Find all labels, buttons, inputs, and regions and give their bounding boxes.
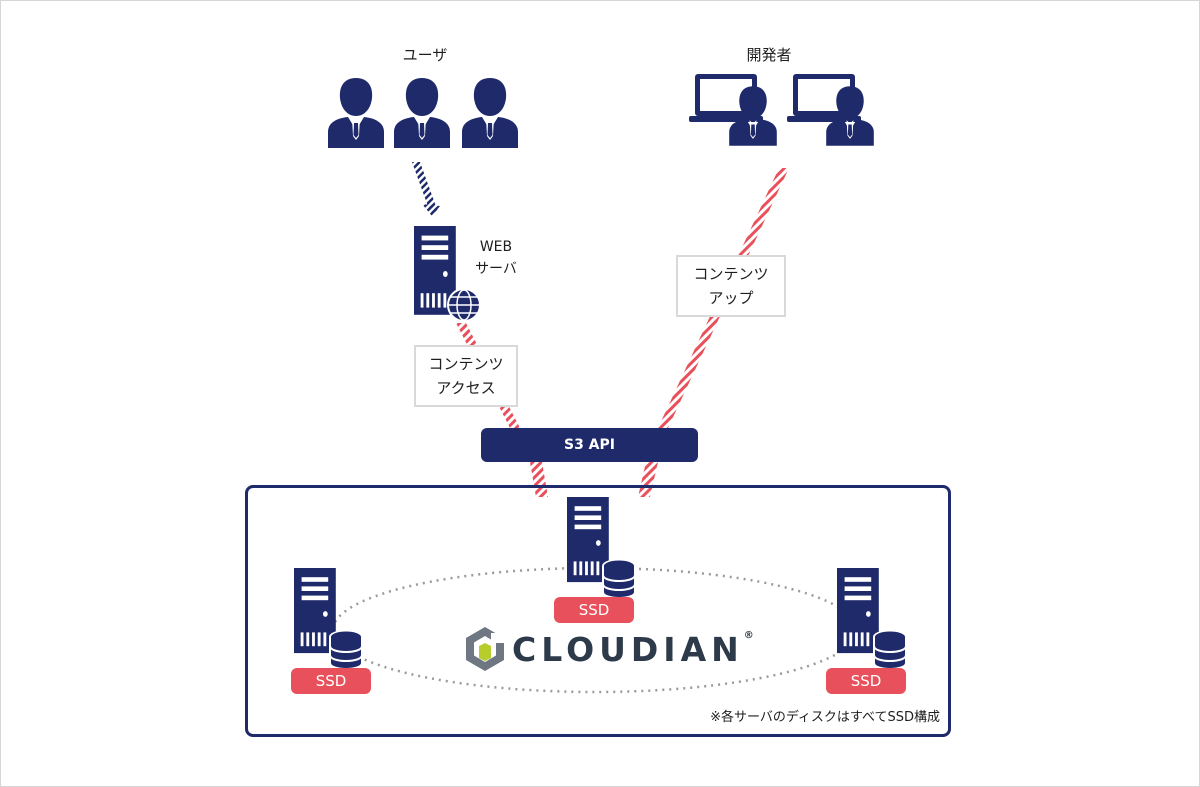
storage-cluster	[245, 485, 951, 737]
content-access-line1: コンテンツ	[428, 355, 504, 373]
content-access-line2: アクセス	[436, 379, 496, 397]
footnote: ※各サーバのディスクはすべてSSD構成	[710, 710, 940, 725]
web-server-label-line2: サーバ	[475, 261, 517, 277]
content-upload-box: コンテンツ アップ	[676, 255, 786, 317]
cloudian-brand-name: CLOUDIAN	[512, 630, 744, 669]
globe-icon	[447, 288, 481, 322]
content-upload-line2: アップ	[708, 289, 754, 307]
web-server-label-line1: WEB	[479, 239, 513, 255]
cloudian-trademark: ®	[743, 630, 754, 641]
ssd-badge-left: SSD	[291, 668, 371, 694]
user-to-web-link	[412, 162, 438, 212]
user-icon	[394, 78, 450, 148]
user-icon	[328, 78, 384, 148]
ssd-badge-right: SSD	[826, 668, 906, 694]
developers-label: 開発者	[746, 46, 792, 64]
arrow-head-icon	[422, 204, 440, 216]
cloudian-logo-icon	[466, 627, 505, 671]
content-access-box: コンテンツ アクセス	[414, 345, 518, 407]
content-upload-line1: コンテンツ	[693, 265, 769, 283]
s3-to-cluster-link-right	[638, 462, 658, 497]
user-icon	[462, 78, 518, 148]
cloudian-brand: CLOUDIAN®	[512, 630, 754, 669]
users-label: ユーザ	[402, 46, 448, 64]
ssd-badge-center: SSD	[554, 597, 634, 623]
developer-laptop-icon	[787, 74, 874, 146]
developer-laptop-icon	[689, 74, 777, 146]
s3-to-cluster-link-left	[530, 462, 548, 497]
web-server-label: WEB サーバ	[466, 236, 526, 280]
s3-api-bar: S3 API	[481, 428, 698, 462]
